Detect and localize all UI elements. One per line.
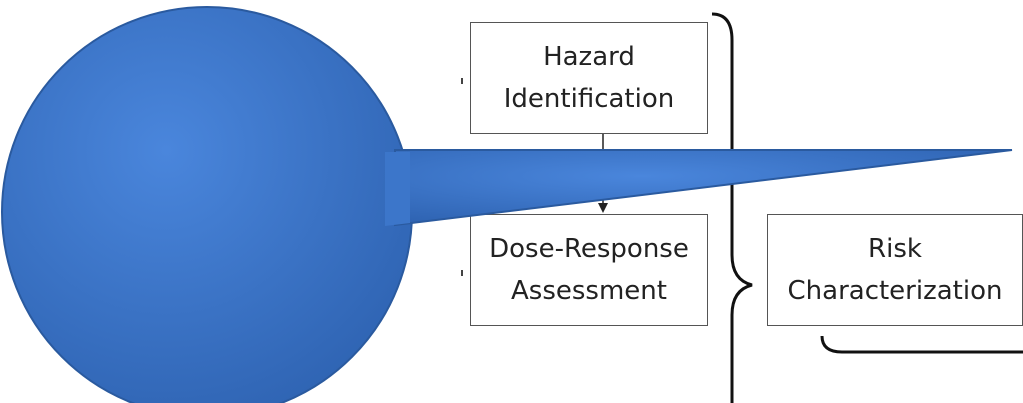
hazard-identification-box: Hazard Identification — [470, 22, 708, 134]
box-label-line: Risk — [868, 234, 922, 264]
box-label-line: Identification — [503, 84, 675, 114]
callout-shape — [1, 6, 1013, 403]
box-label-line: Dose-Response — [489, 234, 689, 264]
flow-arrow-head — [598, 203, 608, 213]
dose-response-box: Dose-Response Assessment — [470, 214, 708, 326]
risk-characterization-box: Risk Characterization — [767, 214, 1023, 326]
box-label-line: Assessment — [511, 276, 667, 306]
box-label-line: Hazard — [543, 42, 635, 72]
box-label-line: Characterization — [787, 276, 1003, 306]
bottom-bracket — [820, 335, 1023, 354]
curly-brace — [711, 12, 753, 403]
